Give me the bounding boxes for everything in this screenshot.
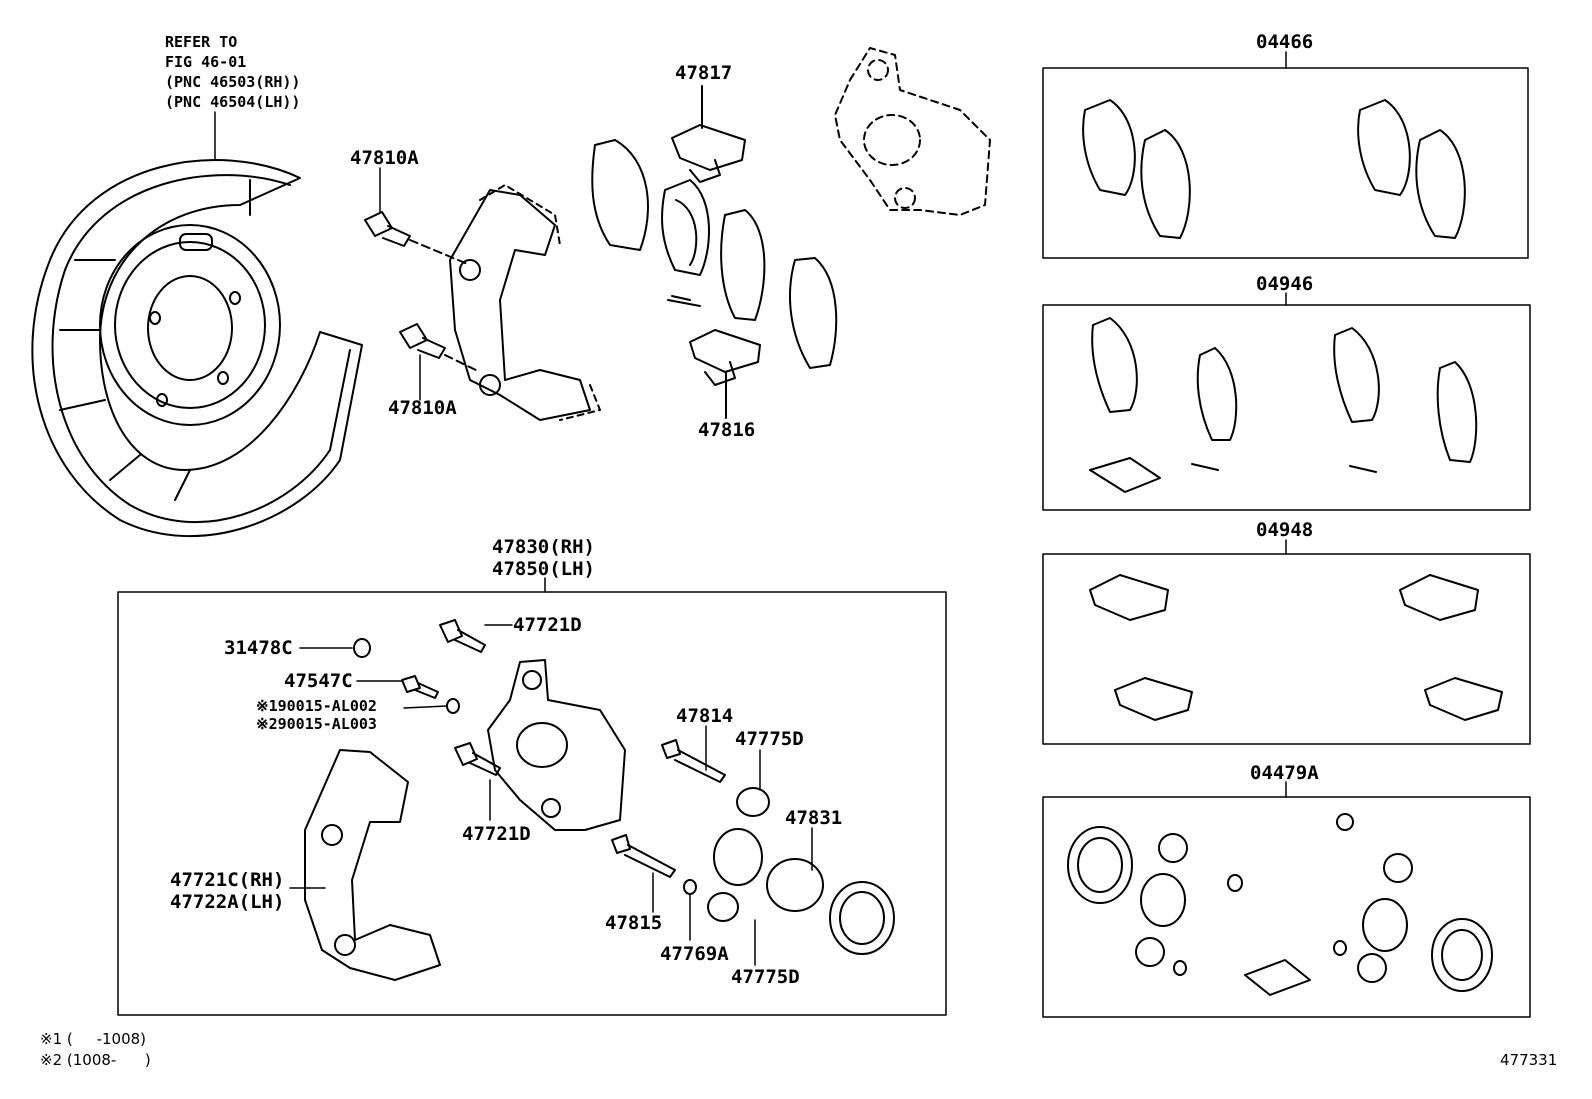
kit-boxes	[1042, 51, 1531, 1018]
label-47722A-lh: 47722A(LH)	[170, 891, 285, 913]
refer-note-line1: REFER TO	[165, 33, 238, 51]
caliper-lower-drawing	[487, 659, 626, 831]
refer-note-line2: FIG 46-01	[165, 53, 247, 71]
label-47830-rh: 47830(RH)	[492, 536, 595, 558]
label-47817: 47817	[675, 62, 733, 84]
refer-note-line3: (PNC 46503(RH))	[165, 73, 301, 91]
mounting-bracket-lower-drawing	[304, 749, 441, 981]
lower-small-parts-drawing	[353, 619, 895, 955]
kit-04946-shims-drawing	[1089, 317, 1478, 493]
kit-label-04946: 04946	[1256, 273, 1314, 295]
label-290015-AL003: ※290015-AL003	[256, 715, 377, 733]
mounting-bracket-top-drawing	[449, 184, 601, 421]
label-47721C-rh: 47721C(RH)	[170, 869, 285, 891]
figure-number: 477331	[1500, 1051, 1558, 1069]
kit-04948-clips-drawing	[1089, 574, 1503, 721]
label-47721D-mid: 47721D	[462, 823, 531, 845]
label-47810A-bottom: 47810A	[388, 397, 457, 419]
label-47769A: 47769A	[660, 943, 729, 965]
caliper-assembly-box	[117, 577, 947, 1016]
kit-04479A-seals-drawing	[1067, 813, 1493, 996]
label-47850-lh: 47850(LH)	[492, 558, 595, 580]
label-47721D-top: 47721D	[513, 614, 582, 636]
label-47815: 47815	[605, 912, 663, 934]
label-47814: 47814	[676, 705, 734, 727]
brake-pads-top-drawing	[591, 139, 838, 369]
kit-04466-pads-drawing	[1082, 99, 1466, 239]
label-31478C: 31478C	[224, 637, 293, 659]
label-47831: 47831	[785, 807, 843, 829]
label-47775D-top: 47775D	[735, 728, 804, 750]
dust-shield-drawing	[31, 159, 363, 538]
kit-label-04948: 04948	[1256, 519, 1314, 541]
kit-label-04466: 04466	[1256, 31, 1314, 53]
refer-note-line4: (PNC 46504(LH))	[165, 93, 301, 111]
footnote-1: ※1 ( -1008)	[40, 1030, 147, 1048]
footnote-2: ※2 (1008- )	[40, 1051, 151, 1069]
caliper-top-drawing	[834, 47, 991, 216]
label-47816: 47816	[698, 419, 756, 441]
kit-label-04479A: 04479A	[1250, 762, 1319, 784]
label-190015-AL002: ※190015-AL002	[256, 697, 377, 715]
label-47775D-bottom: 47775D	[731, 966, 800, 988]
leader-lines	[214, 111, 813, 966]
pad-support-plates-drawing	[671, 85, 761, 419]
bolt-47810A-drawings	[364, 211, 481, 373]
label-47810A-top: 47810A	[350, 147, 419, 169]
label-47547C: 47547C	[284, 670, 353, 692]
